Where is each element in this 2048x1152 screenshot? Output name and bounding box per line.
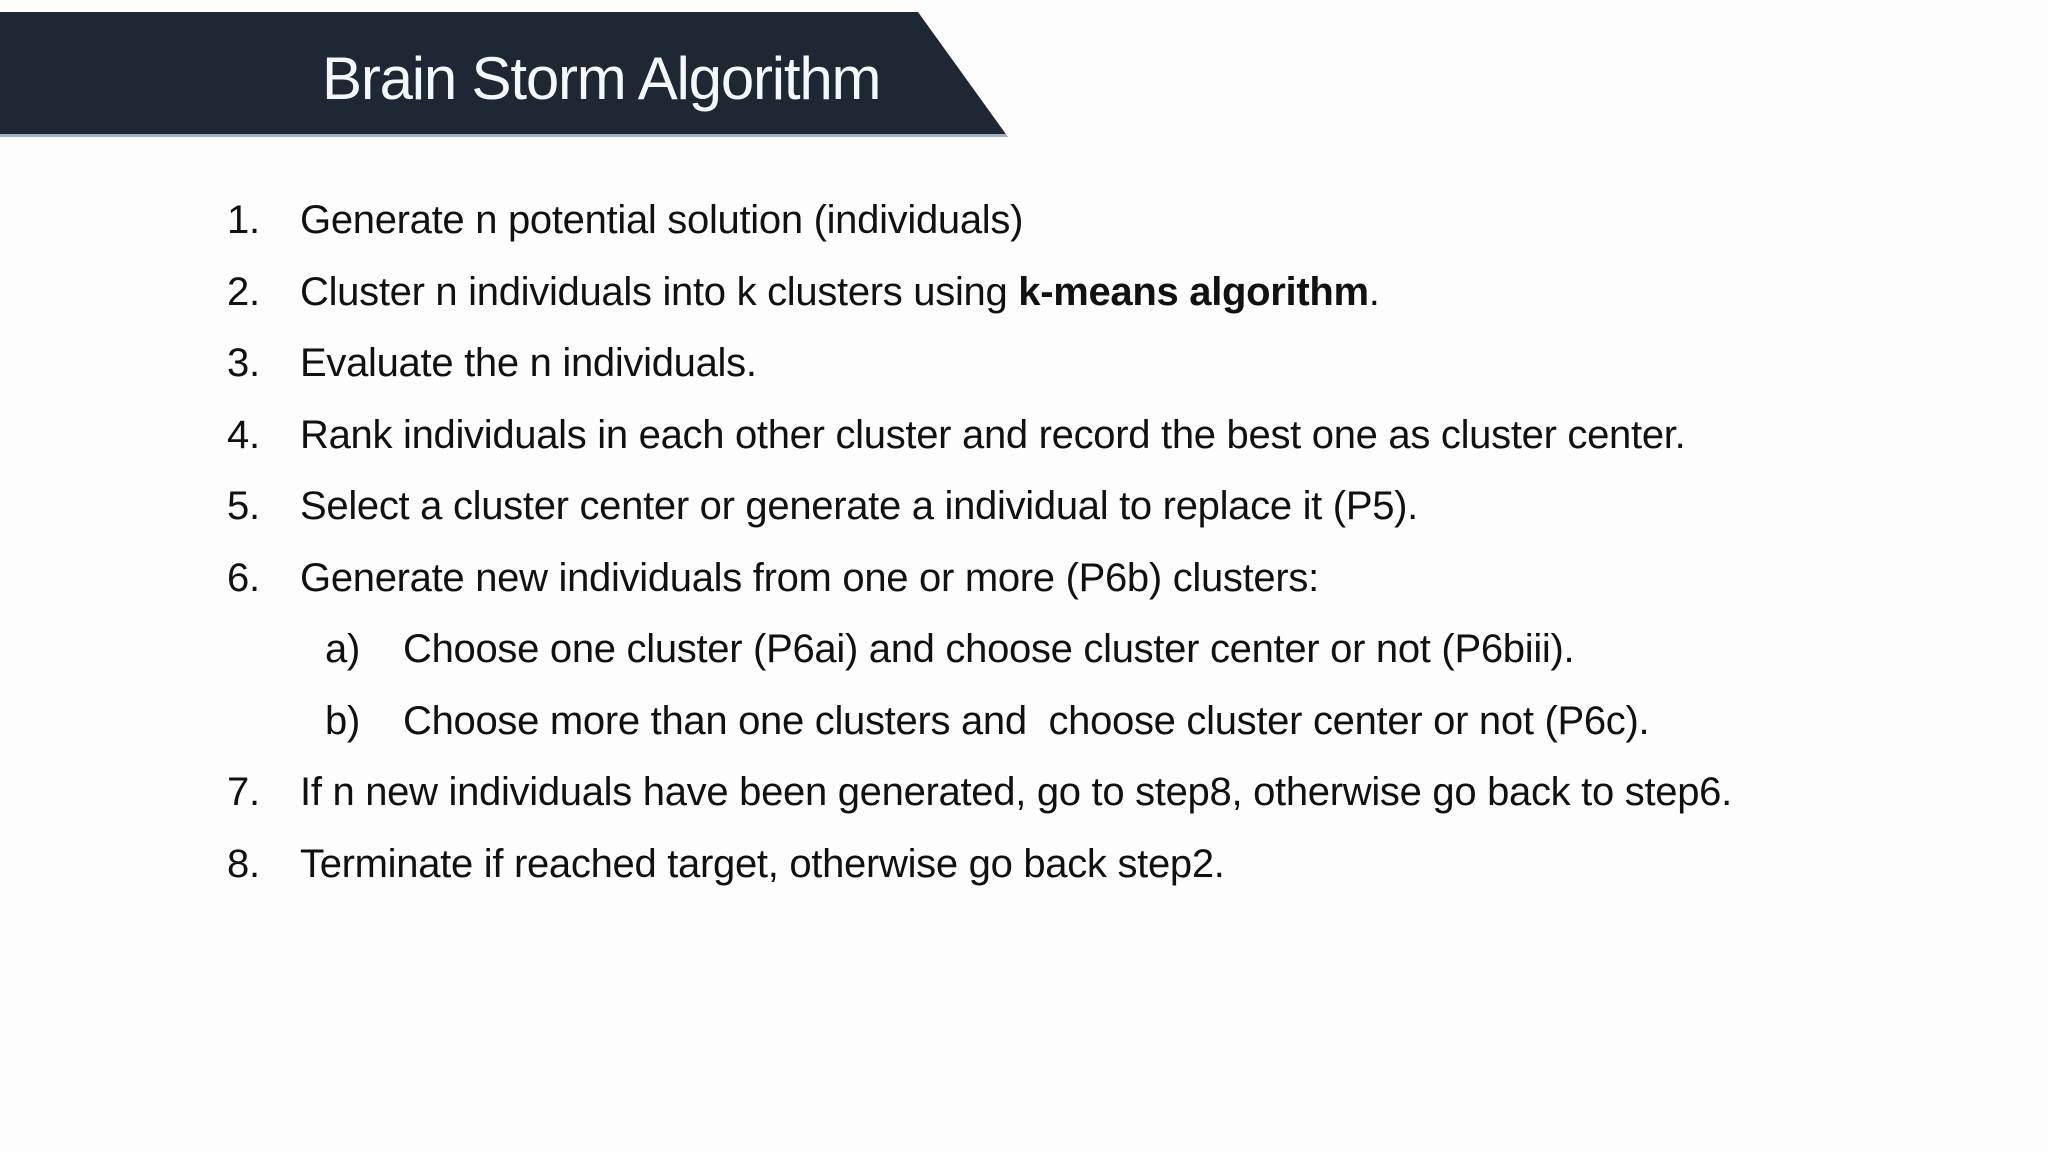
list-item-1: 1. Generate n potential solution (indivi… (227, 185, 1732, 257)
list-item-5: 5. Select a cluster center or generate a… (227, 471, 1732, 543)
list-marker: 1. (227, 198, 260, 242)
list-marker: 2. (227, 269, 260, 314)
list-item-text: Choose more than one clusters and choose… (403, 698, 1650, 743)
list-item-text: Choose one cluster (P6ai) and choose clu… (403, 627, 1575, 671)
list-subitem-6b: b) Choose more than one clusters and cho… (227, 686, 1732, 758)
list-item-text: Terminate if reached target, otherwise g… (300, 841, 1225, 886)
list-item-text: Select a cluster center or generate a in… (300, 484, 1418, 528)
list-marker: 6. (227, 555, 260, 600)
list-item-8: 8. Terminate if reached target, otherwis… (227, 829, 1732, 901)
list-marker: 5. (227, 484, 260, 528)
list-marker: 3. (227, 341, 260, 385)
list-subitem-6a: a) Choose one cluster (P6ai) and choose … (227, 614, 1732, 686)
list-item-text-post: . (1368, 269, 1380, 314)
list-item-text: Cluster n individuals into k clusters us… (300, 257, 1380, 329)
list-marker: b) (325, 698, 360, 743)
list-item-text: Generate new individuals from one or mor… (300, 555, 1319, 600)
list-item-4: 4. Rank individuals in each other cluste… (227, 400, 1732, 472)
list-item-7: 7. If n new individuals have been genera… (227, 757, 1732, 829)
list-marker: 4. (227, 412, 260, 457)
list-item-2: 2. Cluster n individuals into k clusters… (227, 257, 1732, 329)
list-marker: 8. (227, 841, 260, 886)
algorithm-steps-list: 1. Generate n potential solution (indivi… (227, 185, 1732, 900)
list-item-6: 6. Generate new individuals from one or … (227, 543, 1732, 615)
list-marker: 7. (227, 770, 260, 814)
slide-title: Brain Storm Algorithm (322, 45, 882, 112)
list-item-text-bold: k-means algorithm (1018, 269, 1369, 314)
list-marker: a) (325, 627, 360, 671)
title-banner: Brain Storm Algorithm (0, 12, 1008, 137)
list-item-text: Rank individuals in each other cluster a… (300, 412, 1686, 457)
list-item-text-pre: Cluster n individuals into k clusters us… (300, 269, 1019, 314)
list-item-text: Generate n potential solution (individua… (300, 198, 1024, 242)
list-item-text: If n new individuals have been generated… (300, 770, 1732, 814)
list-item-text: Evaluate the n individuals. (300, 341, 757, 385)
list-item-3: 3. Evaluate the n individuals. (227, 328, 1732, 400)
